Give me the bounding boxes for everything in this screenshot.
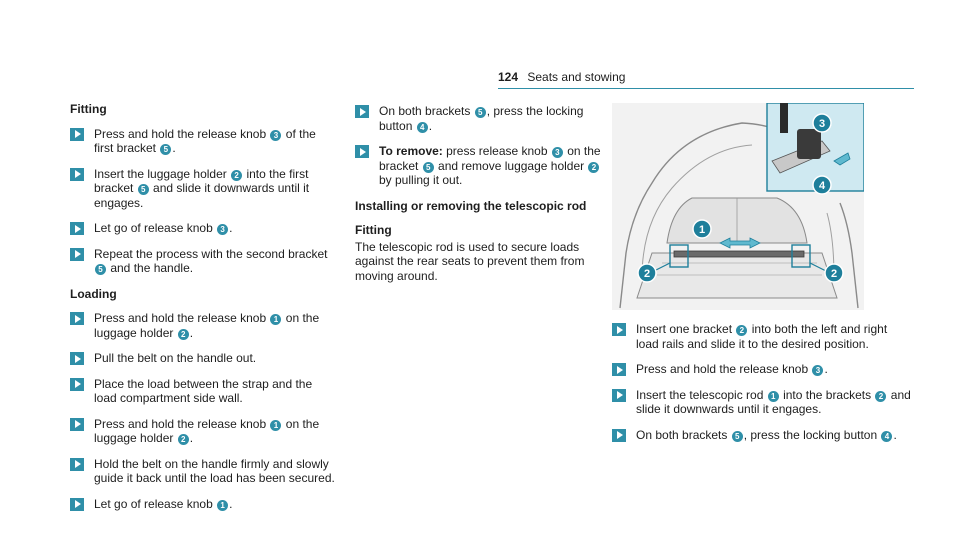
- callout-badge: 2: [231, 169, 243, 181]
- callout-badge: 5: [137, 184, 149, 195]
- locking-step: On both brackets 5, press the locking bu…: [355, 104, 601, 133]
- loading-step: Let go of release knob 1.: [70, 497, 338, 512]
- heading-installing-rod: Installing or removing the telescopic ro…: [355, 198, 587, 213]
- step-arrow-icon: [70, 167, 84, 181]
- step-arrow-icon: [612, 388, 626, 402]
- svg-text:1: 1: [699, 224, 705, 236]
- page-number: 124: [498, 70, 519, 84]
- step-arrow-icon: [612, 323, 626, 336]
- step-arrow-icon: [70, 352, 84, 365]
- rod-step: Press and hold the release knob 3.: [612, 362, 912, 377]
- fitting-step: Let go of release knob 3.: [70, 221, 338, 236]
- callout-badge: 1: [270, 314, 282, 325]
- svg-text:4: 4: [819, 180, 826, 192]
- step-arrow-icon: [612, 363, 626, 376]
- callout-badge: 5: [731, 430, 743, 442]
- step-arrow-icon: [70, 497, 84, 511]
- callout-badge: 3: [812, 365, 824, 376]
- callout-badge: 2: [177, 328, 189, 340]
- remove-label: To remove:: [379, 144, 443, 158]
- fitting-step: Repeat the process with the second brack…: [70, 247, 338, 276]
- step-arrow-icon: [70, 127, 84, 141]
- step-arrow-icon: [612, 428, 626, 442]
- svg-text:2: 2: [831, 268, 837, 280]
- car-trunk-drawing: 1 2 2 3 4: [612, 103, 864, 310]
- step-arrow-icon: [355, 145, 369, 158]
- rod-step: Insert one bracket 2 into both the left …: [612, 322, 912, 351]
- callout-badge: 5: [95, 264, 106, 275]
- callout-badge: 1: [767, 390, 779, 402]
- callout-badge: 4: [416, 121, 428, 133]
- column-middle: On both brackets 5, press the locking bu…: [355, 98, 601, 289]
- step-arrow-icon: [70, 222, 84, 235]
- rod-description: The telescopic rod is used to secure loa…: [355, 239, 585, 283]
- callout-badge: 1: [217, 499, 229, 511]
- callout-badge: 2: [736, 325, 748, 336]
- callout-4: 4: [812, 175, 832, 195]
- fitting-step: Press and hold the release knob 3 of the…: [70, 127, 338, 156]
- callout-2-right: 2: [824, 263, 844, 283]
- page-section-title: Seats and stowing: [527, 70, 626, 84]
- callout-3: 3: [812, 113, 832, 133]
- loading-step: Pull the belt on the handle out.: [70, 351, 338, 366]
- callout-2-left: 2: [637, 263, 657, 283]
- heading-fitting-rod: Fitting: [355, 223, 392, 237]
- step-arrow-icon: [70, 312, 84, 325]
- callout-badge: 1: [270, 419, 282, 431]
- svg-text:2: 2: [644, 268, 650, 280]
- loading-step: Hold the belt on the handle firmly and s…: [70, 457, 338, 486]
- step-arrow-icon: [70, 377, 84, 391]
- header-divider: [498, 88, 914, 89]
- step-arrow-icon: [70, 247, 84, 261]
- heading-loading: Loading: [70, 286, 117, 301]
- column-right: Insert one bracket 2 into both the left …: [612, 322, 912, 453]
- callout-badge: 5: [474, 107, 486, 118]
- svg-text:3: 3: [819, 118, 825, 130]
- remove-step: To remove: press release knob 3 on the b…: [355, 144, 601, 188]
- step-arrow-icon: [355, 105, 369, 118]
- rod-step: On both brackets 5, press the locking bu…: [612, 428, 912, 443]
- callout-badge: 3: [217, 224, 229, 235]
- callout-badge: 2: [177, 434, 189, 445]
- callout-badge: 2: [875, 390, 887, 402]
- loading-step: Press and hold the release knob 1 on the…: [70, 417, 338, 446]
- rod-step: Insert the telescopic rod 1 into the bra…: [612, 388, 912, 417]
- fitting-step: Insert the luggage holder 2 into the fir…: [70, 167, 338, 211]
- loading-step: Place the load between the strap and the…: [70, 377, 338, 406]
- heading-fitting: Fitting: [70, 102, 107, 116]
- luggage-compartment-illustration: 1 2 2 3 4: [612, 103, 864, 310]
- step-arrow-icon: [70, 417, 84, 431]
- callout-badge: 3: [270, 129, 282, 141]
- callout-badge: 5: [422, 161, 434, 173]
- page-header: 124 Seats and stowing: [498, 70, 914, 85]
- callout-badge: 3: [551, 147, 563, 158]
- callout-badge: 2: [588, 161, 600, 173]
- loading-step: Press and hold the release knob 1 on the…: [70, 311, 338, 340]
- step-arrow-icon: [70, 457, 84, 471]
- callout-badge: 5: [160, 144, 172, 155]
- callout-badge: 4: [881, 430, 893, 442]
- callout-1: 1: [692, 219, 712, 239]
- column-left: Fitting Press and hold the release knob …: [70, 98, 338, 522]
